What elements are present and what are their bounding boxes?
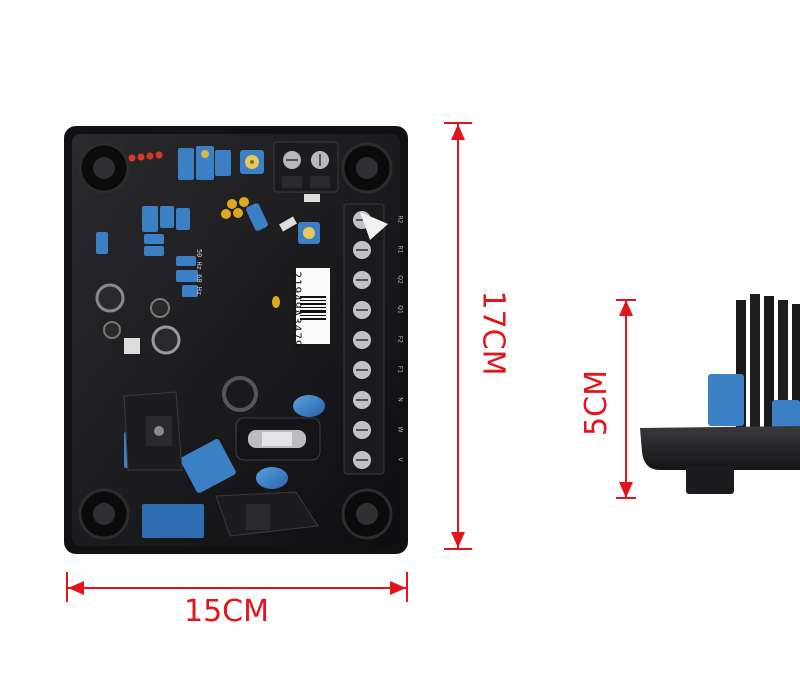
- width-dimension-arrow: [66, 572, 408, 602]
- top-terminal-block: [273, 141, 339, 193]
- side-heatsink-fins: [736, 294, 800, 430]
- terminal-label: R2: [396, 215, 404, 224]
- heatsinks: [123, 391, 319, 537]
- width-dimension-label: 15CM: [184, 594, 270, 629]
- electrolytic-capacitors: [95, 283, 258, 412]
- blue-capacitors: [96, 206, 236, 538]
- fuse: [235, 417, 321, 461]
- side-base-frame: [640, 426, 800, 470]
- terminal-label: Q1: [396, 305, 404, 314]
- barcode: [300, 296, 326, 320]
- board-side-view: [640, 294, 800, 494]
- mounting-holes: [78, 142, 393, 540]
- terminal-label: V: [396, 457, 404, 462]
- terminal-label: F1: [396, 365, 404, 374]
- terminal-label: N: [396, 397, 404, 402]
- side-small-capacitor: [772, 400, 800, 428]
- height-dimension-label: 17CM: [475, 290, 511, 376]
- terminal-label: Q2: [396, 275, 404, 284]
- side-mounting-foot: [686, 466, 734, 494]
- voltage-regulator-board: [64, 126, 408, 554]
- red-leds: [128, 151, 163, 162]
- yellow-capacitors: [221, 197, 268, 231]
- terminal-label: W: [396, 426, 404, 433]
- serial-number-label: 21949A3479: [290, 271, 304, 348]
- side-terminal-strip: [343, 203, 388, 475]
- terminal-label: R1: [396, 245, 404, 254]
- terminal-label: F2: [396, 335, 404, 344]
- small-chips: [124, 194, 320, 354]
- depth-dimension-arrow: [616, 299, 636, 499]
- disc-capacitors: [256, 395, 325, 489]
- serial-sticker: [296, 268, 330, 344]
- side-blue-capacitor: [708, 374, 744, 426]
- frequency-label: 50 Hz 60 Hz: [195, 248, 204, 296]
- trim-potentiometers: [178, 146, 320, 244]
- height-dimension-arrow: [444, 122, 472, 550]
- depth-dimension-label: 5CM: [578, 370, 614, 436]
